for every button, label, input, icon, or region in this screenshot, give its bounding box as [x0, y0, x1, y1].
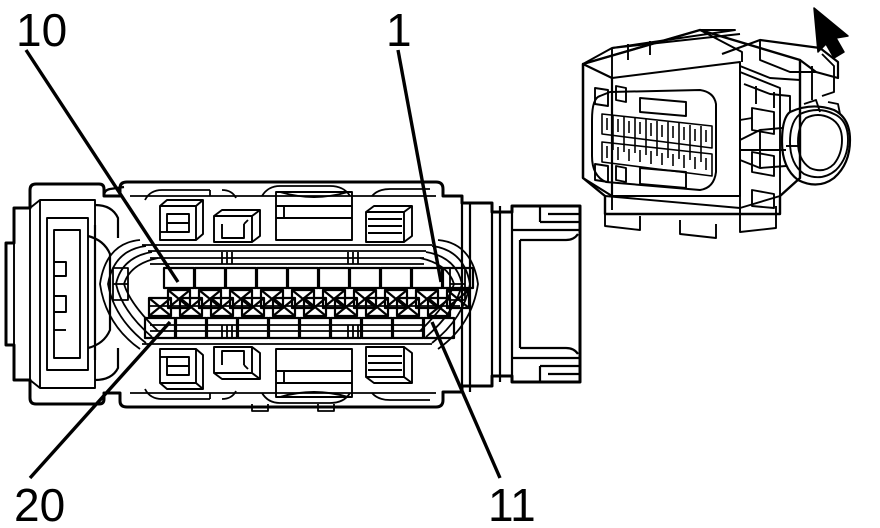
leader-line-10: [24, 49, 180, 283]
pin-cavity: [422, 296, 456, 340]
upper-latch-features: [159, 191, 413, 243]
lower-deck-lines: [130, 388, 436, 412]
inset-pin-grid: [601, 113, 713, 177]
leader-line-1: [396, 49, 443, 283]
callout-label-10: 10: [16, 4, 67, 56]
left-cap-detail: [5, 199, 96, 389]
leader-line-11: [430, 321, 502, 479]
leader-line-20: [28, 320, 172, 480]
right-rear-shell: [460, 203, 580, 392]
housing-outline: [4, 180, 582, 409]
lower-pin-row: [143, 296, 456, 340]
callout-leader-lines: [24, 49, 502, 480]
view-direction-arrow: [813, 7, 849, 59]
upper-deck-lines: [130, 185, 436, 201]
callout-label-1: 1: [386, 4, 412, 56]
upper-rail-lines: [142, 244, 432, 265]
isometric-connector-view: [581, 28, 852, 239]
lower-latch-features: [159, 346, 413, 398]
main-connector-front-view: [4, 180, 582, 412]
callout-label-11: 11: [488, 479, 536, 528]
callout-label-20: 20: [14, 479, 65, 528]
left-concentric-arcs: [99, 239, 159, 350]
